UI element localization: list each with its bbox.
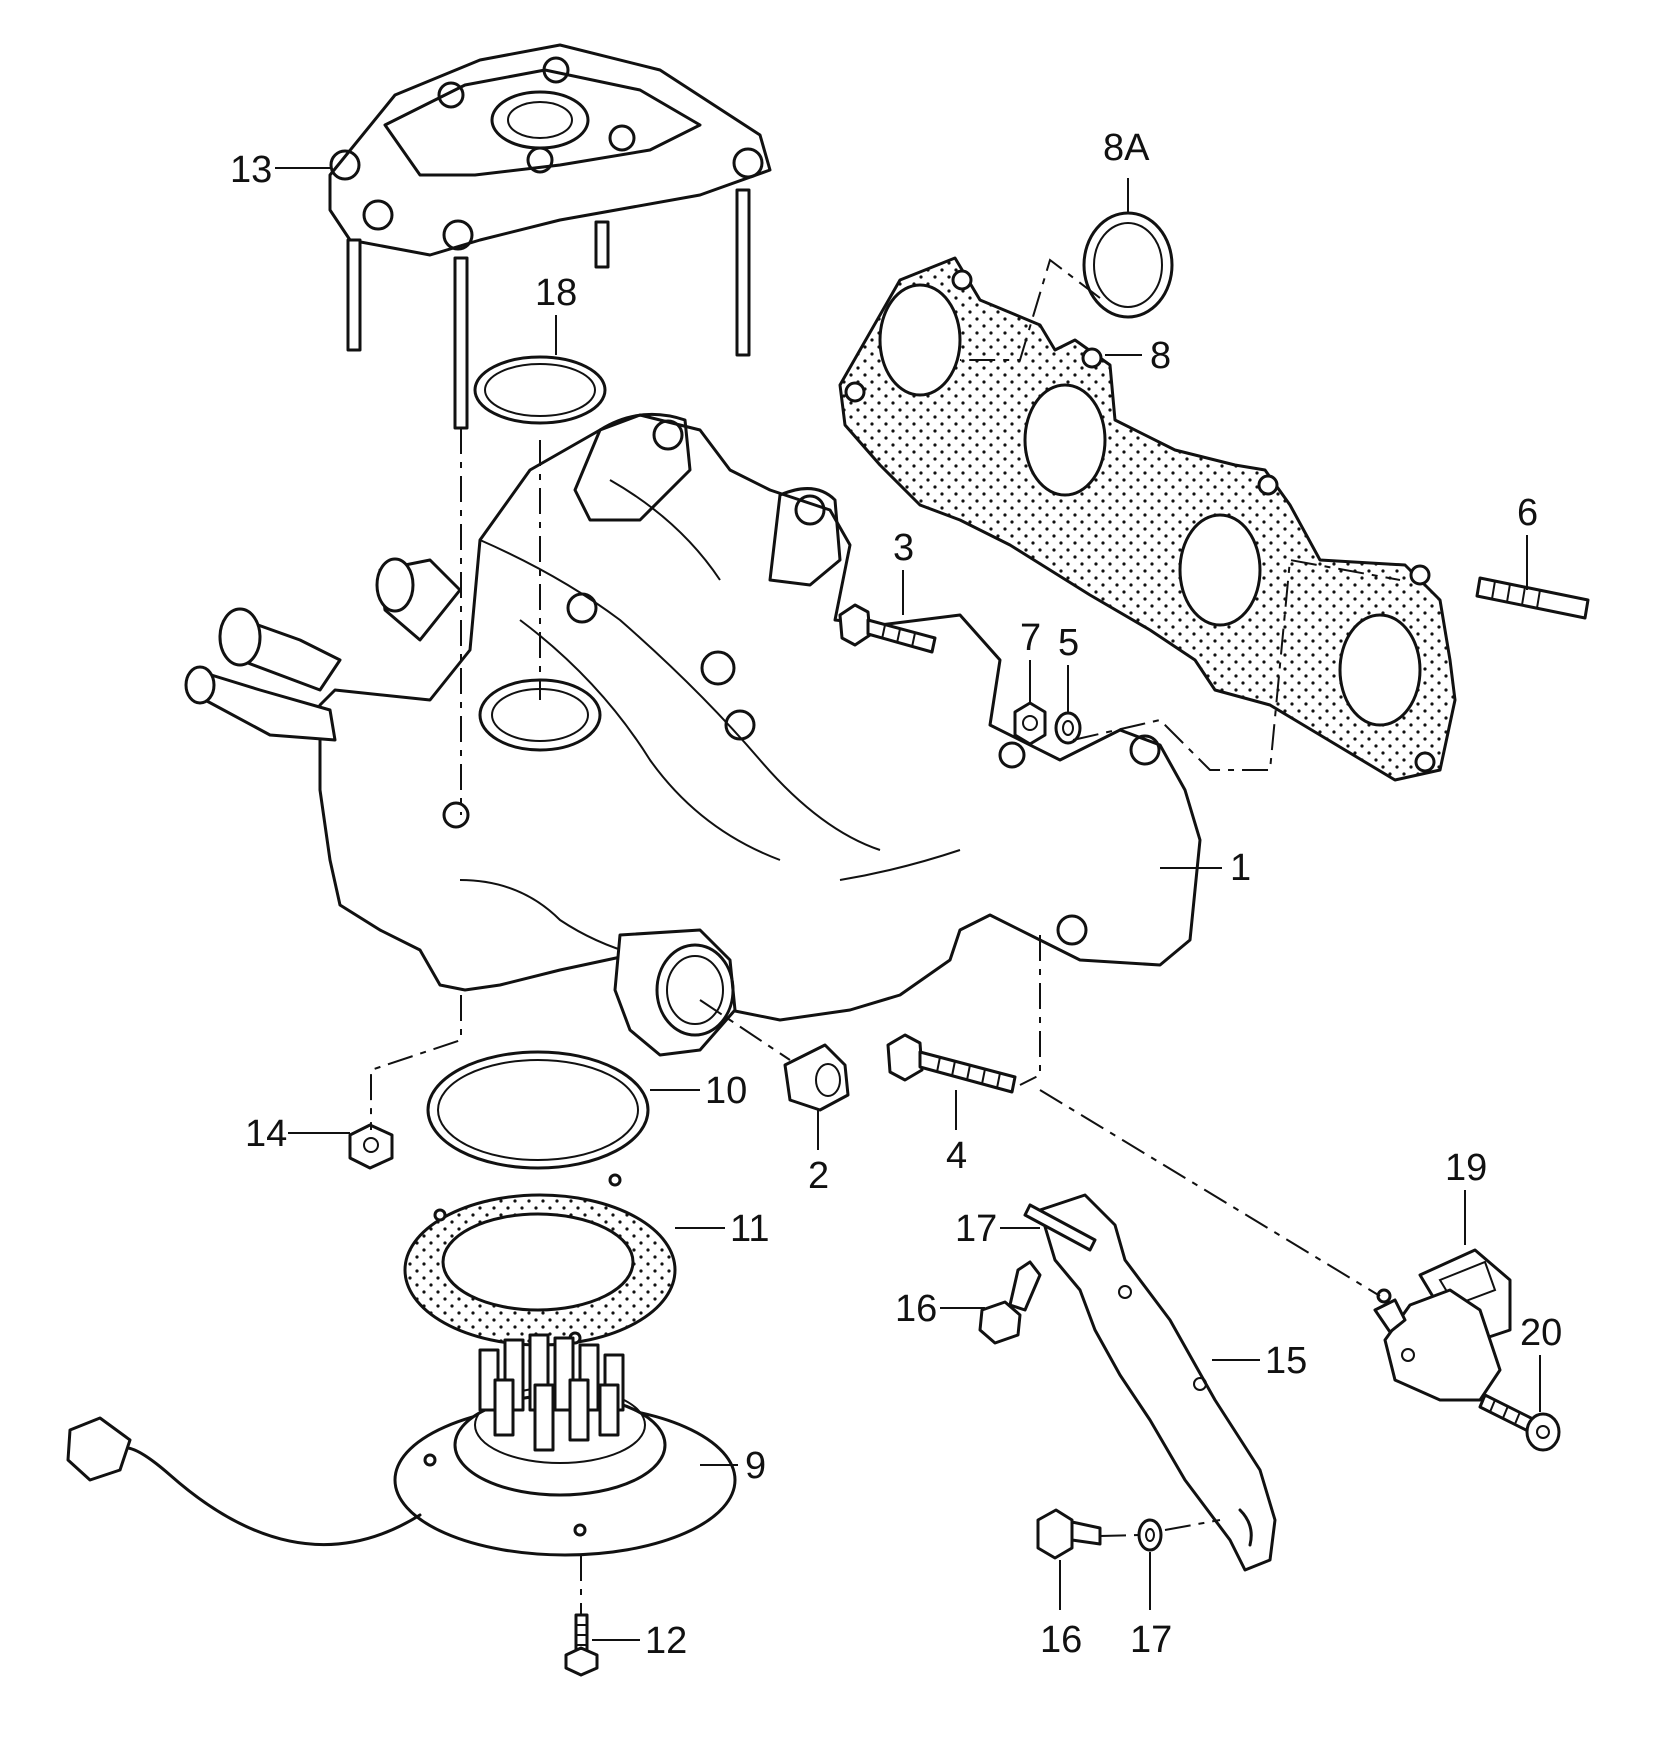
nut-part-7 xyxy=(1013,701,1047,746)
callout-2: 2 xyxy=(808,1155,829,1197)
callout-13: 13 xyxy=(230,149,272,191)
screw-part-20 xyxy=(1478,1393,1561,1452)
callout-16-upper: 16 xyxy=(895,1288,937,1330)
manifold-gasket-part-8 xyxy=(838,256,1457,782)
callout-14: 14 xyxy=(245,1113,287,1155)
callout-16-lower: 16 xyxy=(1040,1619,1082,1661)
callout-9: 9 xyxy=(745,1445,766,1487)
washer-part-17-lower xyxy=(1137,1518,1163,1552)
callout-1: 1 xyxy=(1230,847,1251,889)
sensor-block-part-9 xyxy=(66,1333,737,1557)
callout-8a: 8A xyxy=(1103,127,1150,169)
assembly-dash-lines xyxy=(370,258,1401,1615)
callout-8: 8 xyxy=(1150,335,1171,377)
sensor-part-19 xyxy=(1373,1248,1512,1402)
callout-19: 19 xyxy=(1445,1147,1487,1189)
flange-plate-part-13 xyxy=(328,43,772,430)
callout-7: 7 xyxy=(1020,617,1041,659)
washer-part-5 xyxy=(1054,711,1082,745)
bracket-part-15 xyxy=(1038,1193,1277,1572)
callout-10: 10 xyxy=(705,1070,747,1112)
callout-12: 12 xyxy=(645,1620,687,1662)
stud-part-6 xyxy=(1475,576,1590,620)
callout-18: 18 xyxy=(535,272,577,314)
callout-4: 4 xyxy=(946,1135,967,1177)
bolt-part-3 xyxy=(838,603,937,654)
spacer-part-2 xyxy=(783,1043,850,1112)
callout-3: 3 xyxy=(893,527,914,569)
exhaust-manifold-part-1 xyxy=(184,412,1202,1057)
callout-17-upper: 17 xyxy=(955,1208,997,1250)
washer-part-17-upper xyxy=(1023,1203,1097,1252)
callout-5: 5 xyxy=(1058,622,1079,664)
callout-6: 6 xyxy=(1517,492,1538,534)
flange-gasket-part-11 xyxy=(403,1173,677,1347)
bolt-part-16-lower xyxy=(1036,1508,1102,1560)
callout-11: 11 xyxy=(730,1208,769,1250)
screw-part-12 xyxy=(564,1613,599,1677)
callout-labels: 13 18 8A 8 3 7 5 6 1 10 2 4 14 11 17 16 … xyxy=(230,127,1562,1662)
bolt-part-4 xyxy=(886,1033,1017,1094)
gasket-ring-part-10 xyxy=(426,1050,650,1170)
o-ring-part-18 xyxy=(473,355,607,425)
ring-seal-part-8a xyxy=(1082,211,1174,319)
callout-15: 15 xyxy=(1265,1340,1307,1382)
callout-20: 20 xyxy=(1520,1312,1562,1354)
bolt-part-16-upper xyxy=(978,1260,1042,1345)
nut-part-14 xyxy=(348,1123,394,1170)
callout-leader-lines xyxy=(275,167,1541,1641)
callout-17-lower: 17 xyxy=(1130,1619,1172,1661)
